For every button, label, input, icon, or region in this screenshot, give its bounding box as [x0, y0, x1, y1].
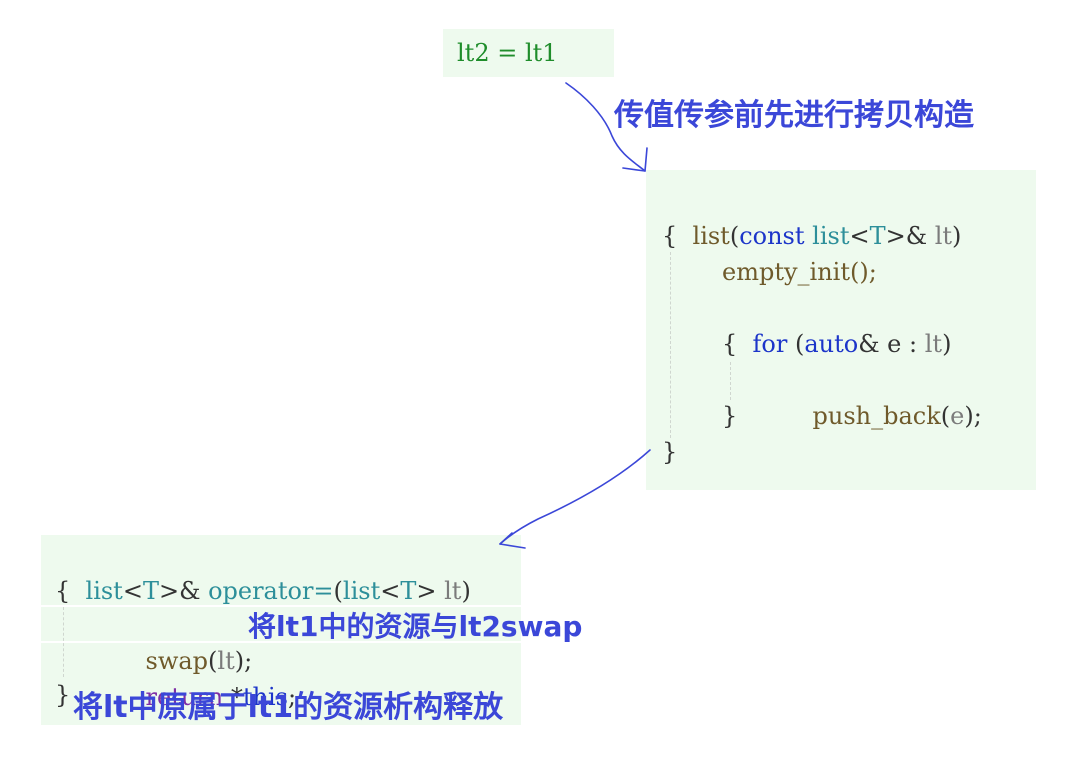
copy-construct-note: 传值传参前先进行拷贝构造	[614, 98, 974, 133]
return-keyword: return	[145, 683, 224, 711]
param-name: lt	[934, 222, 953, 250]
push-back-close: );	[964, 402, 982, 430]
ctor-close-brace: }	[662, 438, 678, 466]
copy-constructor-box: list(const list<T>& lt) { empty_init(); …	[646, 170, 1036, 490]
this-keyword: this	[242, 683, 288, 711]
for-open-paren: (	[787, 330, 805, 358]
assign-indent-guide	[63, 607, 64, 677]
push-back-open: (	[940, 402, 951, 430]
operator-param-template-open: <	[380, 577, 401, 605]
ctor-name: list	[692, 222, 730, 250]
swap-open: (	[208, 647, 218, 675]
swap-close: );	[234, 647, 253, 675]
loop-variable: & e :	[858, 330, 925, 358]
auto-keyword: auto	[804, 330, 859, 358]
signature-open-paren: (	[729, 222, 740, 250]
loop-open-brace: {	[722, 330, 738, 358]
operator-param-template: T	[400, 577, 417, 605]
swap-note: 将lt1中的资源与lt2swap	[248, 610, 583, 643]
assign-close-brace: }	[55, 681, 71, 709]
ctor-open-brace: {	[662, 222, 678, 250]
signature-close-paren: )	[952, 222, 962, 250]
top-expression-box: lt2 = lt1	[443, 29, 614, 77]
assignment-operator-box: list<T>& operator=(list<T> lt) { swap(lt…	[41, 535, 521, 725]
assign-open-brace: {	[55, 577, 71, 605]
swap-arg: lt	[217, 647, 235, 675]
push-back-line: push_back(e);	[782, 362, 982, 470]
return-type: list	[85, 577, 123, 605]
return-line: return *this;	[115, 643, 297, 751]
operator-param-template-close: >	[416, 577, 437, 605]
range-for-line: for (auto& e : lt)	[722, 290, 952, 398]
return-reference: &	[179, 577, 209, 605]
current-line-top-border	[41, 605, 521, 607]
operator-name: operator=	[208, 577, 334, 605]
push-back-arg: e	[950, 402, 965, 430]
indent-guide-outer	[670, 252, 671, 438]
return-template-param: T	[142, 577, 159, 605]
swap-call: swap	[145, 647, 209, 675]
indent-guide-inner	[730, 362, 731, 400]
operator-param-type: list	[342, 577, 381, 605]
operator-open-paren: (	[333, 577, 343, 605]
reference-token: &	[905, 222, 935, 250]
push-back-call: push_back	[812, 402, 941, 430]
swap-line: swap(lt);	[115, 607, 253, 715]
arrow-to-assign-op	[499, 449, 651, 545]
return-template-open: <	[122, 577, 143, 605]
param-type: list	[812, 222, 850, 250]
return-deref: *	[223, 683, 243, 711]
assign-op-signature: list<T>& operator=(list<T> lt)	[55, 537, 471, 645]
operator-param-name: lt	[444, 577, 462, 605]
template-param: T	[869, 222, 886, 250]
signature-space	[805, 222, 813, 250]
template-close: >	[885, 222, 906, 250]
copy-ctor-signature: list(const list<T>& lt)	[662, 182, 962, 290]
loop-close-brace: }	[722, 402, 738, 430]
top-expression: lt2 = lt1	[457, 39, 558, 67]
for-keyword: for	[752, 330, 788, 358]
arrow-head-copy-ctor	[622, 147, 648, 172]
current-line-bottom-border	[41, 641, 521, 643]
operator-param-space	[436, 577, 444, 605]
operator-close-paren: )	[461, 577, 471, 605]
return-semicolon: ;	[287, 683, 297, 711]
release-note: 将lt中原属于lt1的资源析构释放	[73, 690, 504, 725]
template-open: <	[849, 222, 870, 250]
loop-source: lt	[924, 330, 943, 358]
return-template-close: >	[158, 577, 180, 605]
const-keyword: const	[739, 222, 805, 250]
empty-init-call: empty_init();	[722, 258, 877, 286]
for-close-paren: )	[942, 330, 952, 358]
